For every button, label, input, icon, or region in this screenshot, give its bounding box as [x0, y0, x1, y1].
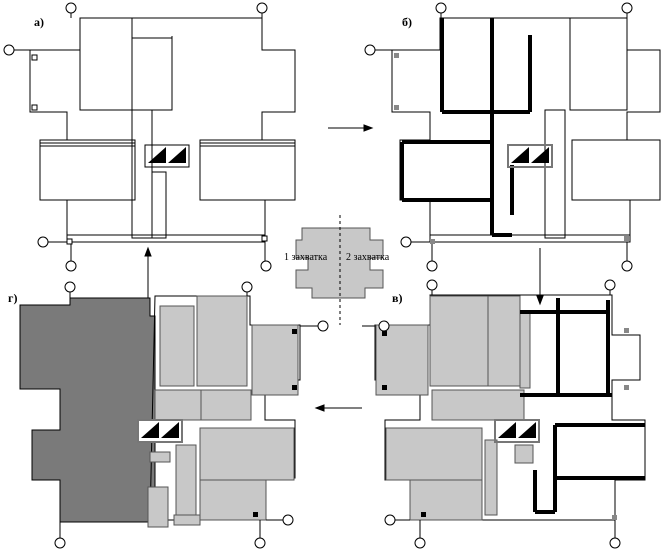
label-panel-g: г)	[8, 291, 17, 305]
arrow-a-to-b	[328, 124, 374, 132]
zone-map	[295, 215, 384, 325]
panel-v-plan	[374, 294, 646, 521]
panel-b-bold-walls	[400, 18, 532, 237]
arrow-b-to-v	[536, 248, 544, 306]
panel-a-plan	[29, 17, 296, 243]
zone-2-label: 2 захватка	[346, 252, 390, 263]
arrow-g-to-a	[144, 246, 152, 305]
label-panel-a: а)	[34, 15, 44, 29]
panel-b-axis-markers	[364, 2, 633, 272]
panel-a-axis-markers	[3, 2, 272, 272]
arrow-v-to-g	[314, 404, 362, 412]
panel-g-axis-markers	[54, 281, 329, 549]
panel-b-stair	[507, 144, 553, 168]
panel-v-axis-markers	[362, 279, 621, 549]
panel-g-plan	[19, 295, 301, 528]
panel-b-column-marks	[394, 53, 629, 244]
panel-b-plan	[391, 17, 661, 243]
label-panel-v: в)	[392, 291, 402, 305]
zone-1-label: 1 захватка	[284, 252, 328, 263]
panel-a-stair	[148, 147, 186, 163]
label-panel-b: б)	[402, 15, 412, 29]
